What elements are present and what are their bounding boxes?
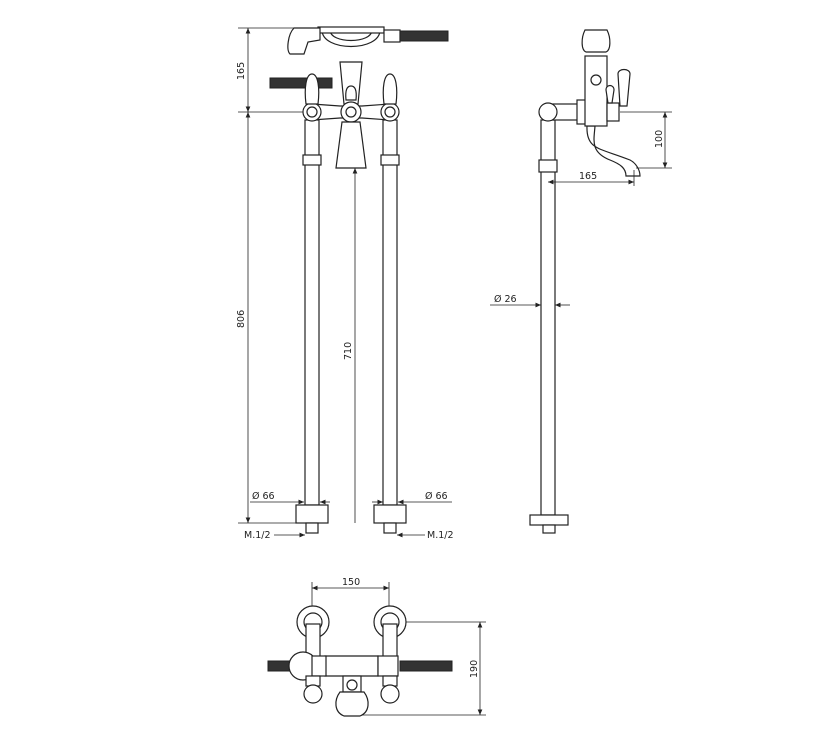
right-riser-pipe bbox=[382, 119, 398, 506]
side-valve-body bbox=[584, 55, 608, 127]
side-base-flange bbox=[529, 514, 569, 526]
dim-label-pipe-diameter: Ø 26 bbox=[494, 294, 517, 305]
side-riser-pipe bbox=[540, 119, 556, 516]
hose bbox=[269, 77, 333, 89]
right-connection-label: M.1/2 bbox=[427, 530, 454, 541]
hose bbox=[399, 660, 453, 672]
right-lever-handle bbox=[382, 73, 398, 105]
dim-label-190: 190 bbox=[469, 660, 480, 678]
diverter-lever bbox=[345, 85, 357, 101]
handshower-head bbox=[287, 27, 321, 55]
top-spout bbox=[335, 691, 369, 717]
dim-label-right-diameter: Ø 66 bbox=[425, 491, 448, 502]
dim-label-710: 710 bbox=[343, 342, 354, 360]
left-lever-handle bbox=[304, 73, 320, 105]
top-view: 150 190 bbox=[267, 577, 486, 717]
dim-label-165-side: 165 bbox=[579, 171, 597, 182]
left-riser-pipe bbox=[304, 119, 320, 506]
left-knob bbox=[303, 684, 323, 704]
hose bbox=[399, 30, 449, 42]
right-base-flange bbox=[373, 504, 407, 524]
left-connection-label: M.1/2 bbox=[244, 530, 271, 541]
hose bbox=[267, 660, 293, 672]
side-spout bbox=[586, 125, 641, 177]
dim-label-150: 150 bbox=[342, 577, 360, 588]
side-view: 100 165 Ø 26 bbox=[490, 29, 672, 534]
dim-label-806: 806 bbox=[236, 310, 247, 328]
right-knob bbox=[380, 684, 400, 704]
left-base-flange bbox=[295, 504, 329, 524]
dim-label-left-diameter: Ø 66 bbox=[252, 491, 275, 502]
side-lever-handle bbox=[617, 68, 631, 107]
dim-label-100: 100 bbox=[654, 130, 665, 148]
side-top-knob bbox=[581, 29, 611, 53]
spout bbox=[335, 121, 367, 169]
front-view: 165 806 710 Ø 66 Ø 66 M.1/2 M.1/2 bbox=[236, 26, 454, 541]
dim-label-165: 165 bbox=[236, 62, 247, 80]
